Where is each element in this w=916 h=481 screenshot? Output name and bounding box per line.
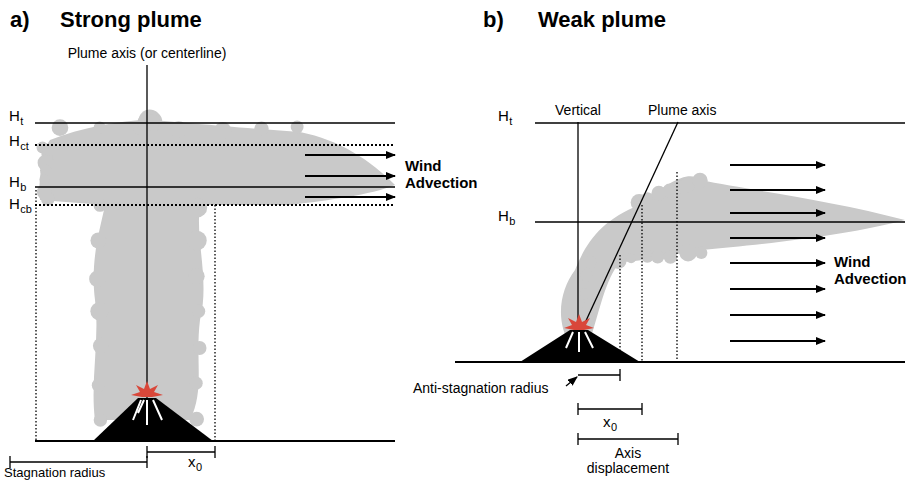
plume-puff [193, 341, 207, 355]
plume-puff [187, 198, 207, 218]
plume-puff [90, 232, 106, 248]
plume-puff [692, 173, 707, 188]
top-height-line [535, 122, 905, 123]
dotted-guide [619, 255, 620, 362]
leader-arrow [566, 377, 577, 386]
plume-puff [187, 231, 207, 251]
text-label: x [603, 414, 611, 431]
text-label: Stagnation radius [4, 466, 105, 480]
plume-puff [40, 174, 50, 184]
plume-puff [610, 253, 626, 269]
text-label: Plume axis [648, 103, 716, 118]
text-label: Wind Advection [405, 158, 487, 191]
subscript: 0 [196, 461, 202, 473]
plume-puff [651, 250, 664, 263]
subscript: b [20, 181, 26, 193]
plume-puff [52, 119, 69, 136]
plume-puff [581, 270, 593, 282]
subscript: cb [20, 203, 32, 215]
text-label: H [498, 208, 509, 225]
text-label: H [9, 108, 20, 125]
dotted-guide [35, 190, 36, 441]
subscript: 0 [611, 421, 617, 433]
subscript: t [20, 115, 23, 127]
plume-puff [664, 250, 678, 264]
text-label: Vertical [555, 103, 601, 118]
plume-puff [214, 122, 231, 139]
subscript: t [509, 115, 512, 127]
plume-puff [41, 192, 55, 206]
text-label: H [9, 133, 20, 150]
plume-puff [679, 244, 696, 261]
cloud-top-line [35, 144, 395, 146]
wind-arrow [305, 154, 395, 156]
plume-puff [189, 412, 204, 427]
wind-arrow [305, 196, 395, 198]
plume-puff [90, 302, 108, 320]
dotted-guide [641, 205, 642, 362]
plume-puff [695, 247, 707, 259]
text-label: H [9, 174, 20, 191]
wind-arrow [305, 175, 395, 177]
plume-puff [92, 379, 105, 392]
volcano [93, 381, 213, 441]
anti-stagnation-bracket [578, 369, 620, 381]
plume-puff [580, 288, 591, 299]
bottom-height-line [535, 221, 905, 222]
dotted-guide [676, 172, 677, 362]
plume-puff [192, 305, 205, 318]
bottom-height-line [35, 186, 395, 187]
volcano [520, 314, 640, 362]
text-label: a) [10, 8, 30, 32]
plume-puff [140, 111, 160, 131]
text-label: b) [483, 8, 504, 32]
plume-puff [584, 256, 597, 269]
strong-plume [39, 120, 395, 420]
text-label: Wind Advection [834, 254, 914, 287]
plume-axis-line [578, 122, 678, 338]
axis-displacement-bracket [578, 433, 678, 445]
plume-puff [662, 184, 676, 198]
dotted-guide [214, 205, 215, 441]
text-label: H [498, 108, 509, 125]
plume-puff [626, 253, 636, 263]
subscript: b [509, 215, 515, 227]
plume-puff [93, 338, 109, 354]
top-height-line [35, 122, 395, 123]
subscript: ct [20, 140, 29, 152]
text-label: x [188, 454, 196, 471]
ground-line [35, 440, 395, 442]
plume-puff [254, 122, 268, 136]
text-label: H [9, 196, 20, 213]
plume-puff [190, 377, 203, 390]
wind-arrows [730, 165, 825, 341]
plume-puff [94, 413, 107, 426]
plume-puff [170, 121, 187, 138]
text-label: Anti-stagnation radius [413, 381, 548, 396]
text-label: Strong plume [60, 8, 202, 32]
plume-puff [188, 268, 204, 284]
text-label: Weak plume [538, 8, 666, 32]
text-label: Axis displacement [578, 446, 678, 477]
text-label: Plume axis (or centerline) [68, 46, 227, 61]
plume-puff [89, 271, 106, 288]
x0-bracket [147, 446, 215, 458]
